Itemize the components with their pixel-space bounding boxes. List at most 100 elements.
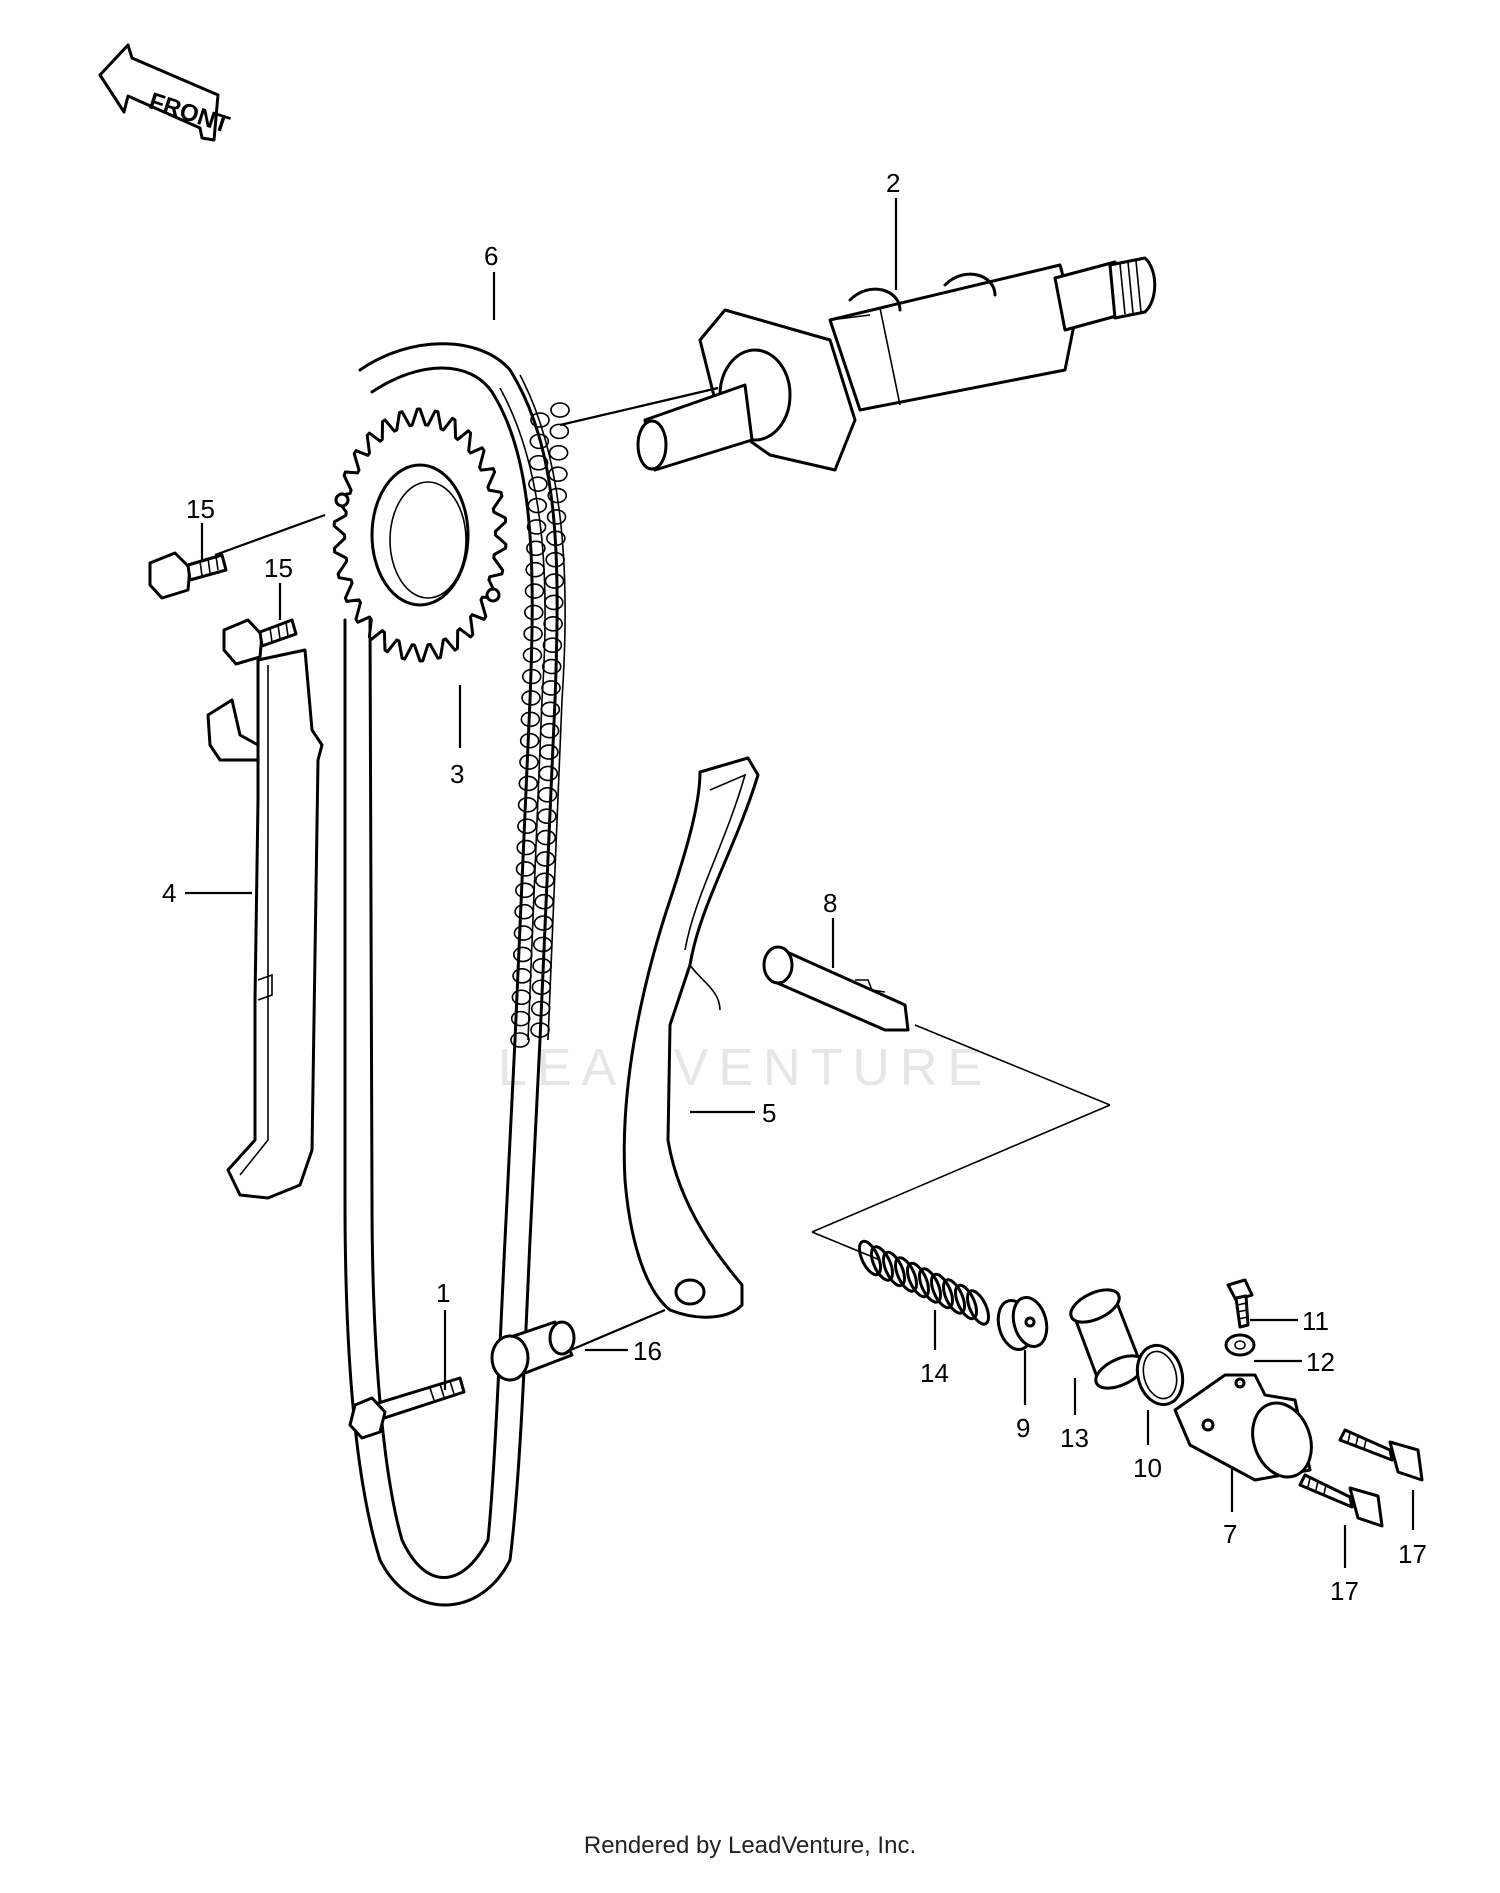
callout-15-upper: 15 — [264, 553, 293, 583]
chain-link — [541, 658, 562, 675]
chain-link — [532, 958, 552, 974]
washer-12 — [1224, 1333, 1256, 1357]
chain-link — [526, 519, 547, 535]
chain-link — [548, 444, 569, 461]
chain-link — [539, 722, 560, 739]
callouts: 2 6 15 15 3 4 8 5 1 16 14 9 13 10 11 12 … — [162, 168, 1427, 1606]
callout-3: 3 — [450, 759, 464, 789]
chain-link — [523, 604, 544, 621]
chain-link — [511, 989, 532, 1006]
push-rod — [996, 1295, 1049, 1352]
chain-link — [524, 583, 545, 599]
chain-link — [543, 594, 564, 611]
chain-link — [545, 551, 565, 568]
tensioner-body — [1173, 1373, 1313, 1482]
callout-14: 14 — [920, 1358, 949, 1388]
chain-link — [512, 946, 533, 963]
footer-credit: Rendered by LeadVenture, Inc. — [583, 1832, 917, 1859]
chain-link — [533, 915, 554, 931]
pin — [762, 945, 910, 1032]
chain-link — [537, 808, 557, 825]
spring-coil — [965, 1289, 991, 1326]
chain-link — [529, 433, 550, 450]
callout-17-upper: 17 — [1398, 1539, 1427, 1569]
chain-link — [538, 765, 559, 782]
chain-link — [531, 979, 552, 996]
callout-2: 2 — [886, 168, 900, 198]
chain-link — [536, 829, 557, 846]
chain-link — [549, 423, 570, 440]
chain-link — [520, 711, 541, 728]
spring-coil — [953, 1283, 979, 1321]
chain-link — [526, 540, 546, 557]
callout-8: 8 — [823, 888, 837, 918]
chain-link — [518, 775, 539, 792]
collar-16 — [490, 1320, 576, 1382]
chain-link — [547, 487, 568, 504]
chain-link — [510, 1010, 531, 1027]
chain-link — [513, 925, 534, 941]
chain-link — [535, 872, 555, 889]
chain-link — [517, 797, 538, 813]
chain-link — [528, 454, 549, 471]
spring-coil — [905, 1261, 931, 1299]
chain-link — [543, 615, 563, 632]
chain-link — [525, 561, 545, 578]
callout-13: 13 — [1060, 1423, 1089, 1453]
bolt-17-lower — [1298, 1473, 1384, 1528]
o-ring — [1135, 1343, 1185, 1407]
chain-link — [548, 466, 568, 482]
chain-link — [521, 690, 541, 706]
chain-link — [541, 680, 561, 696]
callout-11: 11 — [1302, 1306, 1329, 1336]
bolt-15-upper — [222, 618, 298, 666]
chain-link — [539, 744, 559, 760]
chain-link — [527, 497, 548, 514]
chain-link — [521, 668, 542, 685]
spring-coil — [893, 1256, 919, 1293]
callout-5: 5 — [762, 1098, 776, 1128]
bolt-17-upper — [1338, 1428, 1424, 1482]
chain-link — [542, 637, 563, 653]
chain-link — [519, 732, 540, 749]
bolt-1 — [348, 1376, 466, 1440]
chain-link — [514, 903, 534, 920]
chain-link — [534, 893, 554, 910]
spring-coil — [881, 1250, 907, 1288]
tensioner-guide — [622, 756, 760, 1319]
callout-4: 4 — [162, 878, 176, 908]
spring-coil — [929, 1272, 955, 1310]
callout-12: 12 — [1306, 1347, 1335, 1377]
chain-link — [515, 882, 535, 899]
chain-guide — [206, 648, 324, 1200]
chain-link — [530, 1000, 551, 1017]
spring-coil — [857, 1239, 883, 1277]
spring-coil — [917, 1267, 943, 1304]
camshaft — [636, 256, 1157, 472]
chain-link — [523, 625, 543, 642]
callout-6: 6 — [484, 241, 498, 271]
watermark: LEADVENTURE — [498, 1039, 992, 1097]
bolt-11 — [1226, 1278, 1254, 1329]
spring-coil — [869, 1245, 895, 1282]
chain-link — [530, 412, 550, 428]
callout-16: 16 — [633, 1336, 662, 1366]
bolt-15-left — [148, 551, 228, 600]
chain-link — [516, 839, 537, 856]
callout-17-lower: 17 — [1330, 1576, 1359, 1606]
callout-1: 1 — [436, 1278, 450, 1308]
chain-link — [515, 861, 536, 877]
chain-link — [546, 509, 567, 525]
chain-link — [522, 647, 543, 663]
cam-sprocket — [332, 407, 508, 663]
chain-link — [532, 936, 553, 953]
chain-link — [510, 1032, 530, 1048]
chain-link — [530, 1022, 550, 1038]
callout-15-left: 15 — [186, 494, 215, 524]
chain-link — [512, 968, 532, 984]
chain-link — [544, 573, 565, 589]
cam-chain — [343, 342, 570, 1607]
chain-link — [517, 818, 537, 835]
callout-10: 10 — [1133, 1453, 1162, 1483]
